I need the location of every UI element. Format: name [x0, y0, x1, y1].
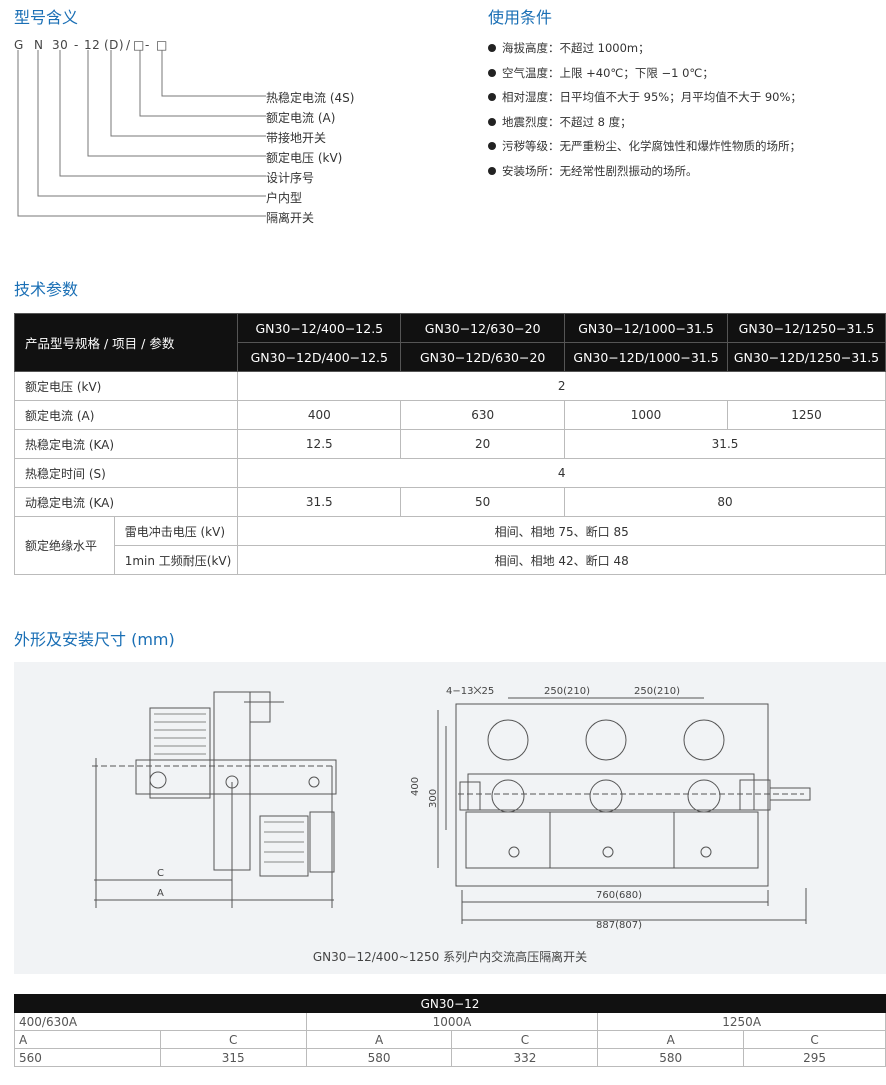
model-code-diagram	[17, 50, 266, 217]
model-header: GN30−12D/1250−31.5	[727, 342, 886, 372]
list-item: 相对湿度：日平均值不大于 95%；月平均值不大于 90%；	[488, 85, 878, 110]
bullet-icon	[488, 166, 496, 175]
model-meaning-title: 型号含义	[14, 8, 79, 27]
list-item: 安装场所：无经常性剧烈振动的场所。	[488, 159, 878, 184]
label-design-number: 设计序号	[266, 171, 315, 185]
dim-label-pitch1: 250(210)	[544, 686, 590, 697]
dimension-drawing-panel: C A 4−13⨉25 250(210) 250(210) 400 300 76…	[14, 662, 886, 974]
dimension-drawing: C A 4−13⨉25 250(210) 250(210) 400 300 76…	[92, 686, 811, 931]
model-header: GN30−12D/400−12.5	[237, 342, 402, 372]
table-row: 560 315 580 332 580 295	[14, 1048, 886, 1067]
code-part: □	[156, 38, 168, 52]
code-part: □	[133, 38, 145, 52]
label-rated-current: 额定电流 (A)	[266, 111, 336, 125]
model-header: GN30−12/1000−31.5	[564, 313, 728, 343]
conditions-list: 海拔高度：不超过 1000m； 空气温度：上限 +40℃；下限 −1 0℃； 相…	[488, 36, 878, 184]
model-header: GN30−12D/630−20	[400, 342, 566, 372]
table-row: A C A C A C	[14, 1030, 886, 1049]
bullet-icon	[488, 44, 496, 52]
list-item: 污秽等级：无严重粉尘、化学腐蚀性和爆炸性物质的场所；	[488, 134, 878, 159]
dim-label-a: A	[157, 888, 164, 899]
code-part: -	[74, 38, 79, 52]
bullet-icon	[488, 68, 496, 77]
label-rated-voltage: 额定电压 (kV)	[266, 151, 343, 165]
label-earth-switch: 带接地开关	[266, 131, 327, 145]
label-thermal-current: 热稳定电流 (4S)	[266, 91, 355, 105]
dim-label-300: 300	[428, 789, 439, 808]
code-part: -	[145, 38, 150, 52]
table-row: 额定电流 (A) 400 630 1000 1250	[13, 400, 886, 430]
dimensions-table: GN30−12 400/630A 1000A 1250A A C A C A C…	[14, 994, 886, 1067]
table-row: 400/630A 1000A 1250A	[14, 1012, 886, 1031]
drawing-caption: GN30−12/400~1250 系列户内交流高压隔离开关	[312, 950, 588, 964]
tech-params-title: 技术参数	[14, 280, 79, 299]
list-item: 海拔高度：不超过 1000m；	[488, 36, 878, 61]
table-row: 动稳定电流 (KA) 31.5 50 80	[13, 487, 886, 517]
table-row: 额定绝缘水平 雷电冲击电压 (kV) 相间、相地 75、断口 85	[14, 516, 886, 575]
label-indoor: 户内型	[266, 191, 303, 205]
table-row: 1min 工频耐压(kV) 相间、相地 42、断口 48	[15, 545, 886, 575]
list-item: 空气温度：上限 +40℃；下限 −1 0℃；	[488, 61, 878, 86]
bullet-icon	[488, 117, 496, 126]
model-header: GN30−12/630−20	[400, 313, 566, 343]
model-header: GN30−12D/1000−31.5	[564, 342, 728, 372]
model-header: GN30−12/1250−31.5	[727, 313, 886, 343]
dim-label-holes: 4−13⨉25	[446, 686, 494, 697]
bullet-icon	[488, 142, 496, 151]
table-header-label: 产品型号规格 / 项目 / 参数	[13, 313, 239, 372]
code-part: /	[126, 38, 131, 52]
tech-params-table: 产品型号规格 / 项目 / 参数 GN30−12/400−12.5 GN30−1…	[13, 313, 886, 575]
model-header: GN30−12/400−12.5	[237, 313, 402, 343]
code-part: G	[14, 38, 24, 52]
label-isolator: 隔离开关	[266, 211, 315, 225]
table-row: 热稳定电流 (KA) 12.5 20 31.5	[13, 429, 886, 459]
code-part: N	[34, 38, 44, 52]
table-row: 额定电压 (kV) 2	[13, 371, 886, 401]
code-part: (D)	[104, 38, 125, 52]
dim-label-887: 887(807)	[596, 920, 642, 931]
conditions-title: 使用条件	[488, 8, 553, 27]
dimensions-title: 外形及安装尺寸 (mm)	[14, 630, 175, 649]
dim-label-760: 760(680)	[596, 890, 642, 901]
dim-label-c: C	[157, 868, 164, 879]
code-part: 30	[52, 38, 69, 52]
bullet-icon	[488, 93, 496, 102]
code-part: 12	[84, 38, 101, 52]
table-row: GN30−12	[14, 994, 886, 1013]
dim-label-400: 400	[410, 777, 421, 796]
dim-label-pitch2: 250(210)	[634, 686, 680, 697]
list-item: 地震烈度：不超过 8 度；	[488, 110, 878, 135]
table-row: 热稳定时间 (S) 4	[13, 458, 886, 488]
